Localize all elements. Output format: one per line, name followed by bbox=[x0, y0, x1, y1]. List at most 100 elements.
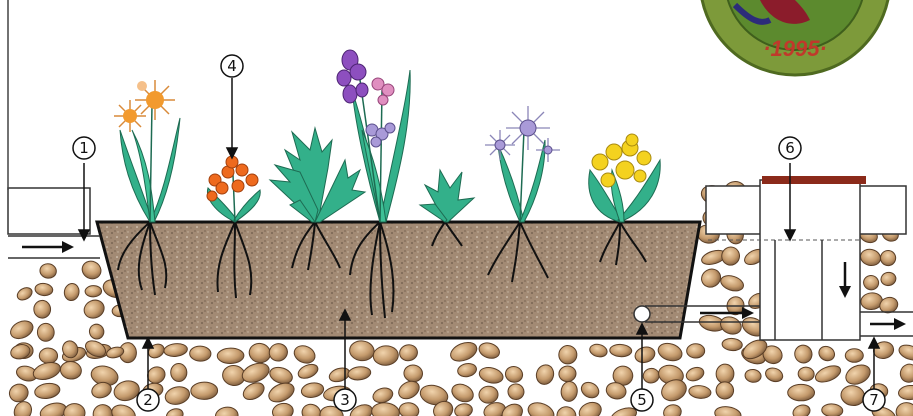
gravel-rock bbox=[268, 365, 295, 387]
gravel-rock bbox=[715, 381, 735, 401]
gravel-rock bbox=[191, 382, 218, 400]
seal-logo: ·1995· bbox=[700, 0, 890, 75]
callout-label: 4 bbox=[227, 57, 237, 75]
gravel-rock bbox=[821, 403, 843, 416]
callout-outlet: 7 bbox=[863, 389, 885, 411]
gravel-rock bbox=[349, 340, 375, 362]
gravel-rock bbox=[477, 340, 502, 361]
gravel-rock bbox=[109, 402, 138, 416]
callout-control-well: 6 bbox=[779, 137, 801, 159]
gravel-rock bbox=[373, 345, 399, 366]
gravel-rock bbox=[718, 314, 744, 337]
callout-label: 7 bbox=[869, 391, 879, 409]
plant-1 bbox=[114, 80, 180, 222]
gravel-rock bbox=[266, 379, 297, 405]
gravel-rock bbox=[862, 274, 881, 292]
gravel-rock bbox=[39, 348, 58, 364]
gravel-rock bbox=[897, 342, 913, 362]
gravel-rock bbox=[714, 405, 742, 416]
gravel-rock bbox=[878, 248, 898, 268]
gravel-rock bbox=[642, 367, 661, 385]
gravel-rock bbox=[217, 348, 244, 364]
gravel-rock bbox=[813, 363, 843, 386]
gravel-rock bbox=[34, 382, 61, 401]
gravel-rock bbox=[300, 381, 325, 399]
gravel-rock bbox=[576, 399, 604, 416]
gravel-rock bbox=[37, 323, 54, 341]
gravel-rock bbox=[478, 385, 498, 404]
gravel-rock bbox=[165, 407, 185, 416]
gravel-rock bbox=[8, 318, 36, 342]
gravel-rock bbox=[398, 401, 420, 416]
gravel-rock bbox=[163, 384, 191, 407]
gravel-rock bbox=[33, 300, 51, 319]
gravel-rock bbox=[859, 247, 882, 267]
gravel-rock bbox=[39, 262, 58, 279]
well-lid bbox=[762, 176, 866, 184]
gravel-rock bbox=[454, 402, 474, 416]
gravel-rock bbox=[478, 365, 505, 385]
gravel-rock bbox=[267, 341, 289, 363]
gravel-rock bbox=[296, 362, 320, 381]
gravel-rock bbox=[897, 361, 913, 385]
gravel-rock bbox=[79, 258, 104, 282]
gravel-rock bbox=[371, 386, 394, 405]
gravel-rock bbox=[797, 366, 815, 381]
gravel-rock bbox=[271, 402, 295, 416]
gravel-rock bbox=[506, 382, 525, 401]
gravel-rock bbox=[791, 403, 812, 416]
callout-collector-pipe: 5 bbox=[631, 389, 653, 411]
callout-label: 1 bbox=[79, 139, 89, 157]
gravel-rock bbox=[656, 340, 684, 363]
gravel-rock bbox=[845, 349, 863, 362]
gravel-rock bbox=[722, 338, 743, 351]
gravel-rock bbox=[839, 384, 866, 408]
gravel-rock bbox=[816, 344, 836, 363]
gravel-rock bbox=[792, 343, 814, 366]
gravel-rock bbox=[716, 364, 734, 384]
gravel-rock bbox=[214, 406, 239, 416]
gravel-rock bbox=[240, 360, 272, 386]
gravel-rock bbox=[720, 245, 742, 267]
gravel-rock bbox=[81, 297, 107, 322]
callout-label: 6 bbox=[785, 139, 795, 157]
gravel-rock bbox=[662, 403, 683, 416]
gravel-rock bbox=[449, 381, 476, 405]
gravel-rock bbox=[170, 363, 187, 382]
gravel-rock bbox=[788, 384, 815, 400]
plant-6 bbox=[485, 106, 560, 222]
plant-7 bbox=[589, 134, 660, 222]
gravel-rock bbox=[898, 385, 913, 401]
gravel-rock bbox=[371, 401, 401, 416]
gravel-rock bbox=[579, 379, 602, 400]
gravel-rock bbox=[698, 266, 723, 291]
gravel-rock bbox=[291, 343, 317, 367]
gravel-rock bbox=[687, 344, 705, 359]
gravel-rock bbox=[63, 282, 80, 301]
gravel-rock bbox=[633, 345, 656, 365]
gravel-rock bbox=[85, 285, 102, 297]
plant-2 bbox=[207, 156, 260, 222]
gravel-rock bbox=[347, 366, 371, 382]
gravel-rock bbox=[63, 403, 85, 416]
callout-gravel-bed: 3 bbox=[334, 389, 356, 411]
callout-label: 3 bbox=[340, 391, 350, 409]
gravel-rock bbox=[59, 360, 82, 380]
gravel-rock bbox=[457, 362, 478, 378]
gravel-rock bbox=[684, 365, 705, 383]
plant-5 bbox=[420, 170, 474, 222]
gravel-rock bbox=[719, 273, 746, 294]
gravel-rock bbox=[556, 406, 577, 416]
gravel-rock bbox=[87, 322, 106, 341]
gravel-rock bbox=[609, 344, 632, 357]
gravel-rock bbox=[15, 285, 34, 302]
callout-inlet-pipe: 1 bbox=[73, 137, 95, 159]
gravel-rock bbox=[744, 368, 762, 383]
gravel-rock bbox=[403, 364, 424, 383]
gravel-rock bbox=[7, 382, 31, 405]
gravel-rock bbox=[688, 385, 711, 400]
gravel-rock bbox=[534, 363, 556, 387]
callout-label: 2 bbox=[143, 391, 153, 409]
gravel-rock bbox=[240, 379, 267, 403]
